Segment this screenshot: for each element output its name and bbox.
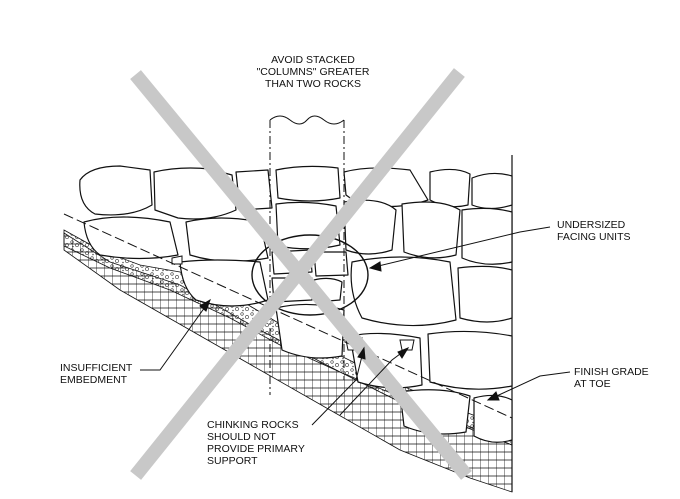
insufficient-label: INSUFFICIENT EMBEDMENT — [60, 362, 133, 386]
x-mark-icon — [130, 68, 472, 480]
leader-lines — [140, 226, 571, 426]
finish-grade-line — [63, 213, 513, 419]
stacked-rocks-highlight — [251, 234, 369, 316]
undersized-label: UNDERSIZED FACING UNITS — [557, 219, 631, 243]
chinking-label: CHINKING ROCKS SHOULD NOT PROVIDE PRIMAR… — [207, 419, 305, 467]
column-outline — [269, 115, 345, 395]
avoid-stacked-label: AVOID STACKED "COLUMNS" GREATER THAN TWO… — [256, 54, 370, 90]
finish-grade-label: FINISH GRADE AT TOE — [574, 366, 649, 390]
